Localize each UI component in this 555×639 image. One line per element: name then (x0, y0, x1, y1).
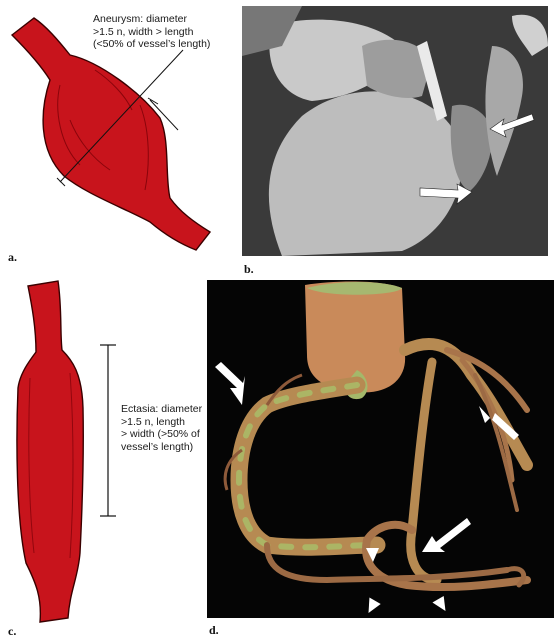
panel-c-label: c. (8, 624, 16, 639)
ct-scan-image (242, 6, 548, 256)
ectasia-caption-line-1: Ectasia: diameter (121, 403, 202, 416)
coronary-3d-rendering (207, 280, 554, 618)
ectasia-caption: Ectasia: diameter >1.5 n, length > width… (121, 403, 202, 453)
panel-a: Aneurysm: diameter >1.5 n, width > lengt… (0, 0, 235, 260)
panel-d: d. (205, 280, 555, 638)
ectasia-caption-line-2: >1.5 n, length (121, 416, 202, 429)
panel-b-label: b. (244, 262, 254, 277)
aneurysm-caption-line-2: >1.5 n, width > length (93, 26, 210, 39)
panel-d-label: d. (209, 623, 219, 638)
panel-b: b. (238, 0, 548, 275)
aneurysm-caption-line-1: Aneurysm: diameter (93, 13, 210, 26)
aneurysm-caption: Aneurysm: diameter >1.5 n, width > lengt… (93, 13, 210, 51)
panel-c: Ectasia: diameter >1.5 n, length > width… (0, 278, 235, 638)
aneurysm-caption-line-3: (<50% of vessel’s length) (93, 38, 210, 51)
ectasia-caption-line-4: vessel’s length) (121, 441, 202, 454)
ectasia-caption-line-3: > width (>50% of (121, 428, 202, 441)
panel-a-label: a. (8, 250, 17, 265)
